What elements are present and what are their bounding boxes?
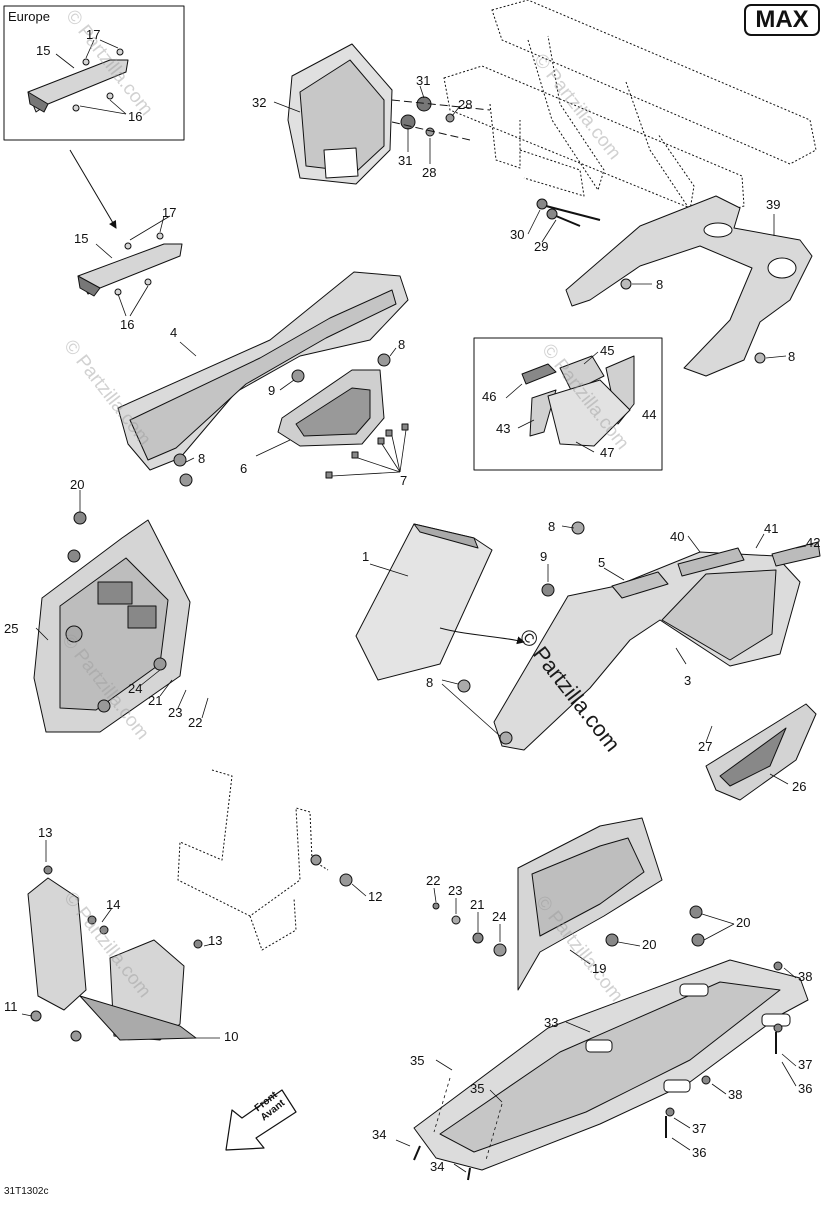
callout-44: 44 <box>642 407 657 422</box>
part-7-clips <box>325 423 409 479</box>
callout-15: 15 <box>74 231 89 246</box>
callout-22: 22 <box>426 873 441 888</box>
callout-20: 20 <box>642 937 657 952</box>
part-26 <box>705 703 817 801</box>
callout-43: 43 <box>496 421 511 436</box>
callout-42: 42 <box>806 535 821 550</box>
callout-8: 8 <box>788 349 796 364</box>
part-10 <box>27 877 197 1041</box>
callout-22: 22 <box>188 715 203 730</box>
callout-31: 31 <box>398 153 413 168</box>
part-33 <box>413 959 809 1171</box>
callout-34: 34 <box>372 1127 387 1142</box>
callout-8: 8 <box>426 675 434 690</box>
callout-20: 20 <box>70 477 85 492</box>
callout-34: 34 <box>430 1159 445 1174</box>
callout-9: 9 <box>540 549 548 564</box>
callout-36: 36 <box>692 1145 707 1160</box>
callout-8: 8 <box>548 519 556 534</box>
callout-23: 23 <box>168 705 183 720</box>
callout-33: 33 <box>544 1015 559 1030</box>
callout-26: 26 <box>792 779 807 794</box>
callout-7: 7 <box>400 473 408 488</box>
callout-32: 32 <box>252 95 267 110</box>
part-39 <box>565 195 813 377</box>
callout-28: 28 <box>422 165 437 180</box>
callout-35: 35 <box>470 1081 485 1096</box>
callout-9: 9 <box>268 383 276 398</box>
callout-8: 8 <box>398 337 406 352</box>
callout-38: 38 <box>798 969 813 984</box>
part-1 <box>355 523 493 681</box>
callout-24: 24 <box>492 909 507 924</box>
callout-12: 12 <box>368 889 383 904</box>
callout-37: 37 <box>798 1057 813 1072</box>
front-arrow <box>225 1089 297 1151</box>
callout-20: 20 <box>736 915 751 930</box>
part-3 <box>493 551 801 751</box>
callout-8: 8 <box>198 451 206 466</box>
callout-5: 5 <box>598 555 606 570</box>
callout-46: 46 <box>482 389 497 404</box>
callout-41: 41 <box>764 521 779 536</box>
callout-23: 23 <box>448 883 463 898</box>
callout-31: 31 <box>416 73 431 88</box>
front-frame <box>177 769 329 951</box>
callout-21: 21 <box>148 693 163 708</box>
part-15-europe <box>27 48 129 113</box>
callout-17: 17 <box>86 27 101 42</box>
callout-40: 40 <box>670 529 685 544</box>
part-32 <box>287 43 393 185</box>
callout-19: 19 <box>592 961 607 976</box>
callout-24: 24 <box>128 681 143 696</box>
callout-35: 35 <box>410 1053 425 1068</box>
max-badge: MAX <box>744 4 820 36</box>
parts-43-47 <box>521 355 635 447</box>
callout-47: 47 <box>600 445 615 460</box>
callout-45: 45 <box>600 343 615 358</box>
callout-10: 10 <box>224 1029 239 1044</box>
callout-38: 38 <box>728 1087 743 1102</box>
part-6 <box>277 369 385 447</box>
inset-europe-title: Europe <box>8 9 50 24</box>
callout-1: 1 <box>362 549 370 564</box>
callout-16: 16 <box>120 317 135 332</box>
callout-11: 11 <box>4 999 18 1014</box>
part-19 <box>517 817 663 991</box>
callout-25: 25 <box>4 621 19 636</box>
part-4 <box>117 271 409 471</box>
part-15 <box>77 232 183 297</box>
callout-4: 4 <box>170 325 178 340</box>
callout-36: 36 <box>798 1081 813 1096</box>
callout-13: 13 <box>208 933 223 948</box>
callout-3: 3 <box>684 673 692 688</box>
diagram-code: 31T1302c <box>4 1186 49 1197</box>
callout-37: 37 <box>692 1121 707 1136</box>
callout-17: 17 <box>162 205 177 220</box>
callout-13: 13 <box>38 825 53 840</box>
callout-14: 14 <box>106 897 121 912</box>
callout-6: 6 <box>240 461 248 476</box>
callout-28: 28 <box>458 97 473 112</box>
callout-27: 27 <box>698 739 713 754</box>
callout-30: 30 <box>510 227 525 242</box>
callout-39: 39 <box>766 197 781 212</box>
callout-21: 21 <box>470 897 485 912</box>
callout-8: 8 <box>656 277 664 292</box>
callout-29: 29 <box>534 239 549 254</box>
callout-15: 15 <box>36 43 51 58</box>
inset-accessory-frame <box>473 337 663 471</box>
inset-europe-frame <box>3 5 185 141</box>
part-25 <box>33 519 191 733</box>
callout-16: 16 <box>128 109 143 124</box>
